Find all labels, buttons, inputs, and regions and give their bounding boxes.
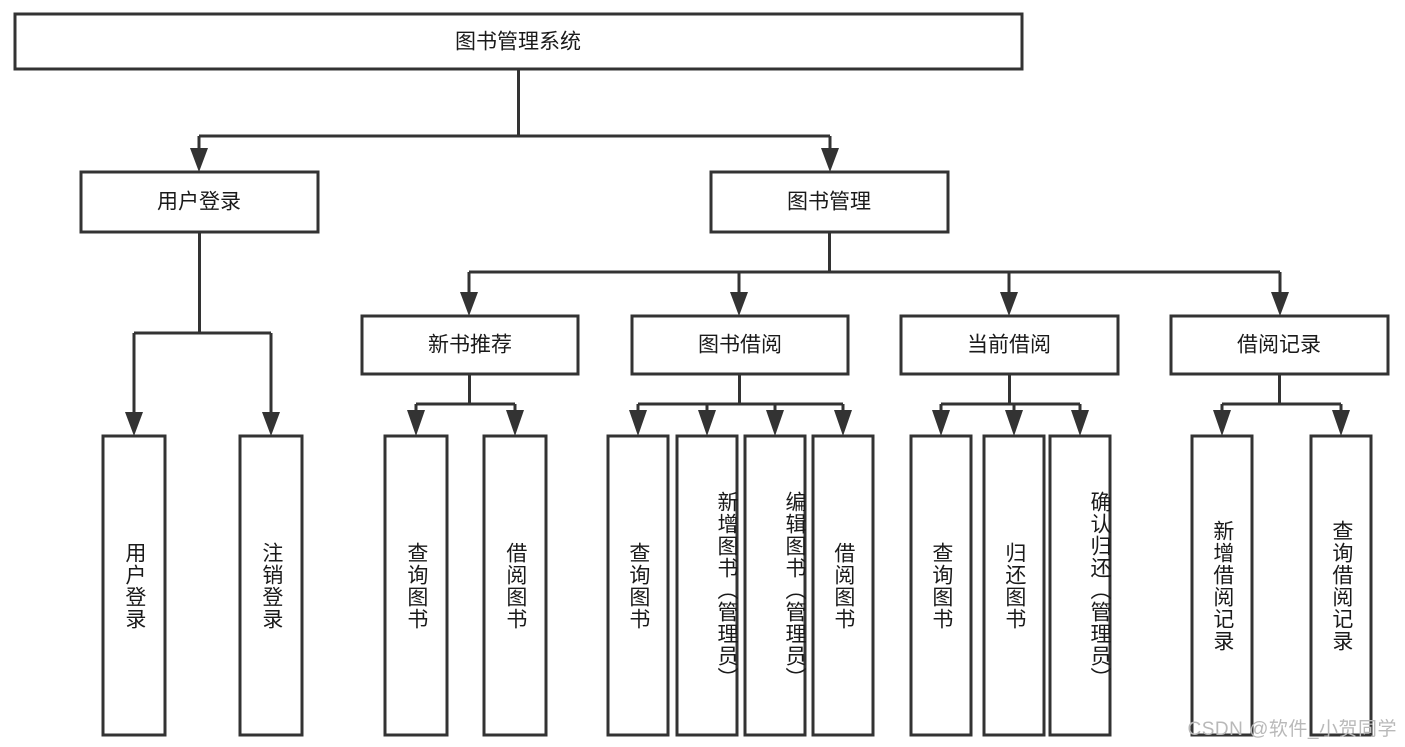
arrowhead-leaf-logout-login bbox=[262, 412, 280, 436]
arrowhead-book-manage bbox=[821, 148, 839, 172]
node-leaf-borrow-book-recommend-box[interactable] bbox=[482, 434, 548, 737]
node-leaf-add-book-admin-box[interactable] bbox=[675, 434, 739, 737]
arrowhead-leaf-confirm-return-admin bbox=[1071, 410, 1089, 436]
arrowhead-leaf-return-book bbox=[1005, 410, 1023, 436]
arrowhead-user-login bbox=[190, 148, 208, 172]
arrowhead-new-book-recommend bbox=[460, 292, 478, 316]
node-book-borrow-box[interactable] bbox=[630, 314, 850, 376]
node-layer: 图书管理系统 用户登录 图书管理 新书推荐 图书借阅 当前借阅 借阅记录 bbox=[13, 12, 1390, 737]
node-current-borrow-box[interactable] bbox=[899, 314, 1120, 376]
arrowhead-book-borrow bbox=[730, 292, 748, 316]
node-leaf-query-book-recommend-box[interactable] bbox=[383, 434, 449, 737]
arrowhead-current-borrow bbox=[1000, 292, 1018, 316]
node-book-borrow-label: 图书借阅 bbox=[698, 334, 782, 357]
node-user-login-box[interactable] bbox=[79, 170, 320, 234]
node-leaf-user-login-box[interactable] bbox=[101, 434, 167, 737]
node-leaf-confirm-return-admin-box[interactable] bbox=[1048, 434, 1112, 737]
arrowhead-leaf-query-book-recommend bbox=[407, 410, 425, 436]
node-leaf-query-book-current-box[interactable] bbox=[909, 434, 973, 737]
arrowhead-leaf-query-book-current bbox=[932, 410, 950, 436]
arrowhead-leaf-edit-book-admin bbox=[766, 410, 784, 436]
node-borrow-record-label: 借阅记录 bbox=[1237, 334, 1321, 357]
node-root-box[interactable] bbox=[13, 12, 1024, 71]
node-leaf-query-borrow-record-box[interactable] bbox=[1309, 434, 1373, 737]
node-book-manage-box[interactable] bbox=[709, 170, 950, 234]
arrowhead-leaf-add-borrow-record bbox=[1213, 410, 1231, 436]
arrowhead-leaf-add-book-admin bbox=[698, 410, 716, 436]
node-leaf-edit-book-admin-box[interactable] bbox=[743, 434, 807, 737]
node-new-book-recommend-label: 新书推荐 bbox=[428, 334, 512, 357]
node-current-borrow-label: 当前借阅 bbox=[967, 334, 1051, 357]
node-leaf-query-book-borrow-box[interactable] bbox=[606, 434, 670, 737]
arrowhead-borrow-record bbox=[1271, 292, 1289, 316]
node-leaf-return-book-box[interactable] bbox=[982, 434, 1046, 737]
csdn-watermark: CSDN @软件_小贺同学 bbox=[1187, 719, 1397, 740]
node-borrow-record-box[interactable] bbox=[1169, 314, 1390, 376]
arrowhead-leaf-query-borrow-record bbox=[1332, 410, 1350, 436]
arrowhead-leaf-query-book-borrow bbox=[629, 410, 647, 436]
connector-layer bbox=[125, 69, 1350, 436]
arrowhead-leaf-user-login bbox=[125, 412, 143, 436]
node-new-book-recommend-box[interactable] bbox=[360, 314, 580, 376]
arrowhead-leaf-borrow-book-recommend bbox=[506, 410, 524, 436]
node-leaf-borrow-book-borrow-box[interactable] bbox=[811, 434, 875, 737]
arrowhead-leaf-borrow-book-borrow bbox=[834, 410, 852, 436]
node-leaf-add-borrow-record-box[interactable] bbox=[1190, 434, 1254, 737]
node-root-label: 图书管理系统 bbox=[455, 31, 581, 54]
node-leaf-logout-login-box[interactable] bbox=[238, 434, 304, 737]
node-user-login-label: 用户登录 bbox=[157, 191, 241, 214]
node-book-manage-label: 图书管理 bbox=[787, 191, 871, 214]
